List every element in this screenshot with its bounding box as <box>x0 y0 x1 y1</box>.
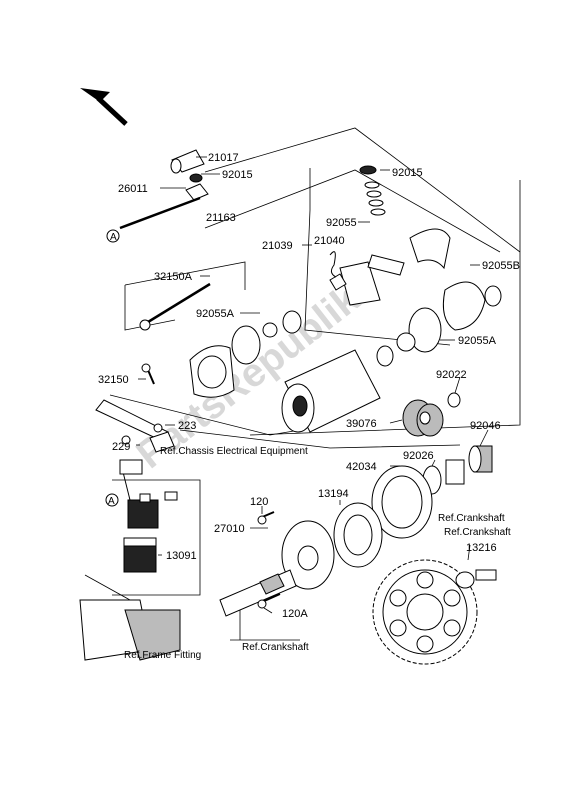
washer-stack <box>359 165 386 216</box>
boot-21017 <box>170 149 205 174</box>
ref-crankshaft-3: Ref.Crankshaft <box>242 642 309 653</box>
label-92015-left: 92015 <box>222 169 253 181</box>
bolt-32150a <box>147 282 211 324</box>
label-21040: 21040 <box>314 235 345 247</box>
label-13216: 13216 <box>466 542 497 554</box>
assembly-outline <box>109 127 521 641</box>
one-way-clutch-13194 <box>333 502 383 568</box>
label-21039: 21039 <box>262 240 293 252</box>
bolt-head-32150a <box>139 319 151 331</box>
starter-gear-13216 <box>372 559 478 665</box>
cover-13091 <box>123 537 157 573</box>
frame-fitting <box>79 574 181 661</box>
marker-a-left-label: A <box>108 496 115 507</box>
bolt-32150 <box>141 363 155 385</box>
motor-armature <box>281 345 394 433</box>
label-92055a-left: 92055A <box>196 308 235 320</box>
label-21017: 21017 <box>208 152 239 164</box>
nut-92015-left <box>189 173 203 183</box>
ref-chassis-electrical: Ref.Chassis Electrical Equipment <box>160 446 308 457</box>
bearing-right <box>396 332 416 352</box>
spacer-92026 <box>422 459 465 495</box>
ref-crankshaft-2: Ref.Crankshaft <box>444 527 511 538</box>
end-cover-92055b <box>409 228 502 331</box>
o-ring-92055a-right <box>408 307 442 353</box>
harness <box>105 459 143 507</box>
marker-a-top <box>106 229 120 243</box>
label-120a: 120A <box>282 608 308 620</box>
spring-clip-21039 <box>329 251 337 278</box>
label-92015-right: 92015 <box>392 167 423 179</box>
label-39076: 39076 <box>346 418 377 430</box>
label-13194: 13194 <box>318 488 349 500</box>
flange-27010 <box>281 520 335 590</box>
bolt-120a <box>257 593 281 609</box>
idle-gear-39076 <box>402 399 444 437</box>
label-13091: 13091 <box>166 550 197 562</box>
ref-crankshaft-1: Ref.Crankshaft <box>438 513 505 524</box>
label-229: 229 <box>112 441 130 453</box>
relay-27010 <box>127 491 178 529</box>
bearing-left <box>282 310 302 334</box>
washer-top <box>185 183 209 201</box>
label-21163: 21163 <box>206 212 236 224</box>
label-92026: 92026 <box>403 450 434 462</box>
clutch-housing-42034 <box>371 465 433 539</box>
label-27010: 27010 <box>214 523 245 535</box>
brush-plate-21040 <box>329 254 405 306</box>
leader-lines <box>136 156 489 614</box>
rod-26011 <box>119 196 201 230</box>
label-32150a: 32150A <box>154 271 193 283</box>
label-32150: 32150 <box>98 374 129 386</box>
label-92046: 92046 <box>470 420 501 432</box>
front-cover <box>189 345 235 398</box>
label-92055b: 92055B <box>482 260 520 272</box>
washer-left <box>262 322 278 338</box>
label-92055: 92055 <box>326 217 357 229</box>
shaft <box>219 569 297 617</box>
washer-92022 <box>447 392 461 408</box>
needle-bearing-92046 <box>468 445 493 473</box>
bracket-left <box>95 399 175 453</box>
label-120: 120 <box>250 496 268 508</box>
o-ring-92055a-left <box>231 325 261 365</box>
label-92055a-right: 92055A <box>458 335 497 347</box>
label-92022: 92022 <box>436 369 467 381</box>
callout-labels: 21017 92015 26011 21163 92015 92055 2103… <box>98 152 520 620</box>
marker-a-top-label: A <box>110 232 117 243</box>
bolt-120 <box>257 511 275 525</box>
label-42034: 42034 <box>346 461 377 473</box>
direction-arrow-icon <box>80 88 128 126</box>
gear-bolt-washer <box>455 569 497 589</box>
label-26011: 26011 <box>118 183 148 195</box>
label-223: 223 <box>178 420 196 432</box>
reference-notes: Ref.Chassis Electrical Equipment Ref.Cra… <box>124 446 511 661</box>
ref-frame-fitting: Ref.Frame Fitting <box>124 650 201 661</box>
